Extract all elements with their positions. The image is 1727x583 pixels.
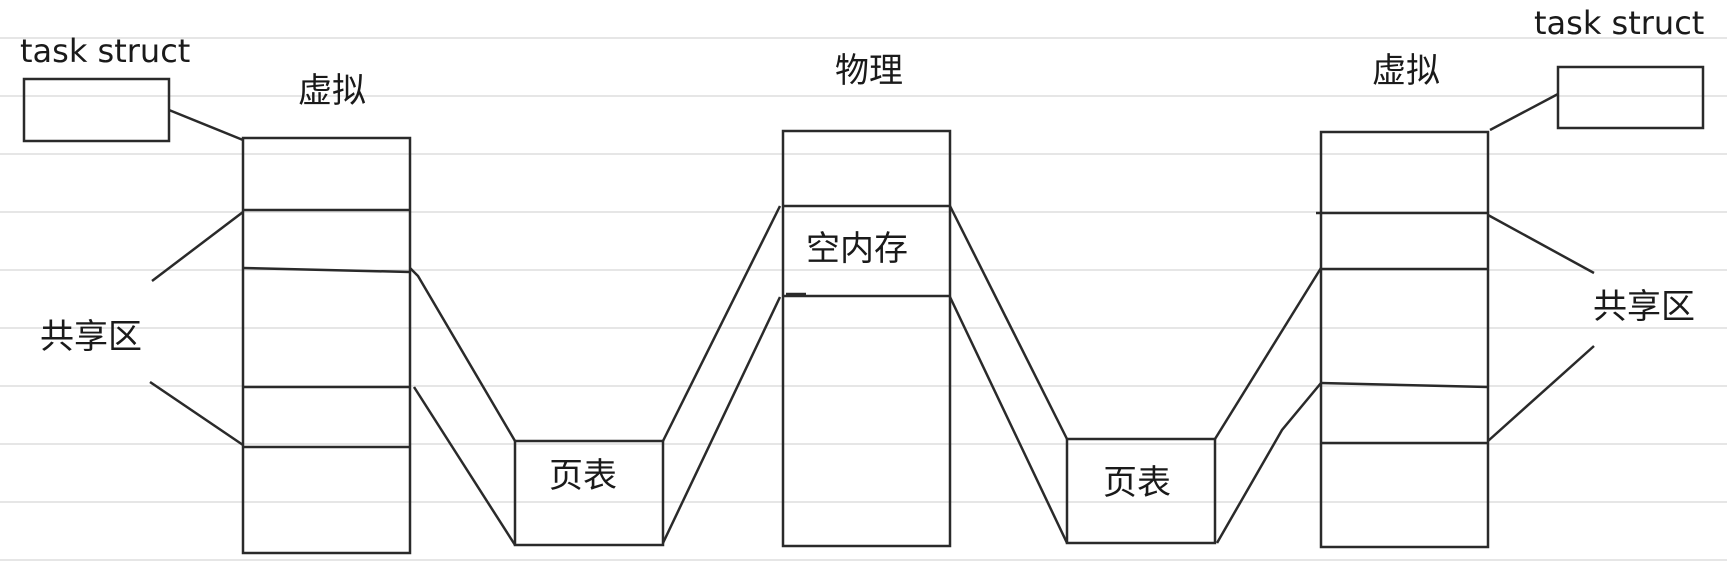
page-table-right-box bbox=[1065, 437, 1217, 545]
task-struct-left-connector bbox=[168, 108, 244, 142]
map-virtual-left-to-pagetable-bottom bbox=[412, 386, 517, 546]
page-table-left-box bbox=[513, 439, 665, 547]
task-struct-left-label: task struct bbox=[20, 32, 190, 70]
task-struct-left-box bbox=[22, 77, 171, 143]
shared-left-pointer-bottom bbox=[149, 380, 244, 447]
shared-left-pointer-top bbox=[151, 211, 244, 282]
ruled-lines bbox=[0, 37, 1727, 561]
map-virtual-left-to-pagetable-top bbox=[409, 267, 517, 442]
shared-right-pointer-top bbox=[1487, 213, 1595, 275]
map-physical-to-pagetable-right-top bbox=[948, 205, 1069, 440]
free-memory-label: 空内存 bbox=[806, 229, 908, 269]
physical-label: 物理 bbox=[835, 51, 903, 91]
shared-region-right-label: 共享区 bbox=[1593, 287, 1695, 327]
physical-memory bbox=[781, 129, 952, 548]
page-table-left-label: 页表 bbox=[549, 456, 617, 496]
map-pagetable-left-to-physical-bottom bbox=[661, 296, 782, 544]
map-pagetable-right-to-virtual-top bbox=[1213, 267, 1323, 440]
map-physical-to-pagetable-right-bottom bbox=[948, 296, 1069, 544]
page-table-right-label: 页表 bbox=[1103, 463, 1171, 503]
task-struct-right-connector bbox=[1489, 92, 1559, 132]
task-struct-right-label: task struct bbox=[1534, 4, 1704, 42]
virtual-memory-right bbox=[1316, 130, 1490, 549]
shared-right-pointer-bottom bbox=[1487, 345, 1595, 442]
virtual-left-label: 虚拟 bbox=[298, 71, 366, 111]
shared-region-left-label: 共享区 bbox=[40, 317, 142, 357]
task-struct-right-box bbox=[1556, 65, 1705, 130]
virtual-memory-left bbox=[241, 136, 412, 555]
map-pagetable-right-to-virtual-bottom bbox=[1215, 382, 1322, 544]
map-pagetable-left-to-physical-top bbox=[661, 205, 782, 442]
virtual-right-label: 虚拟 bbox=[1372, 51, 1440, 91]
